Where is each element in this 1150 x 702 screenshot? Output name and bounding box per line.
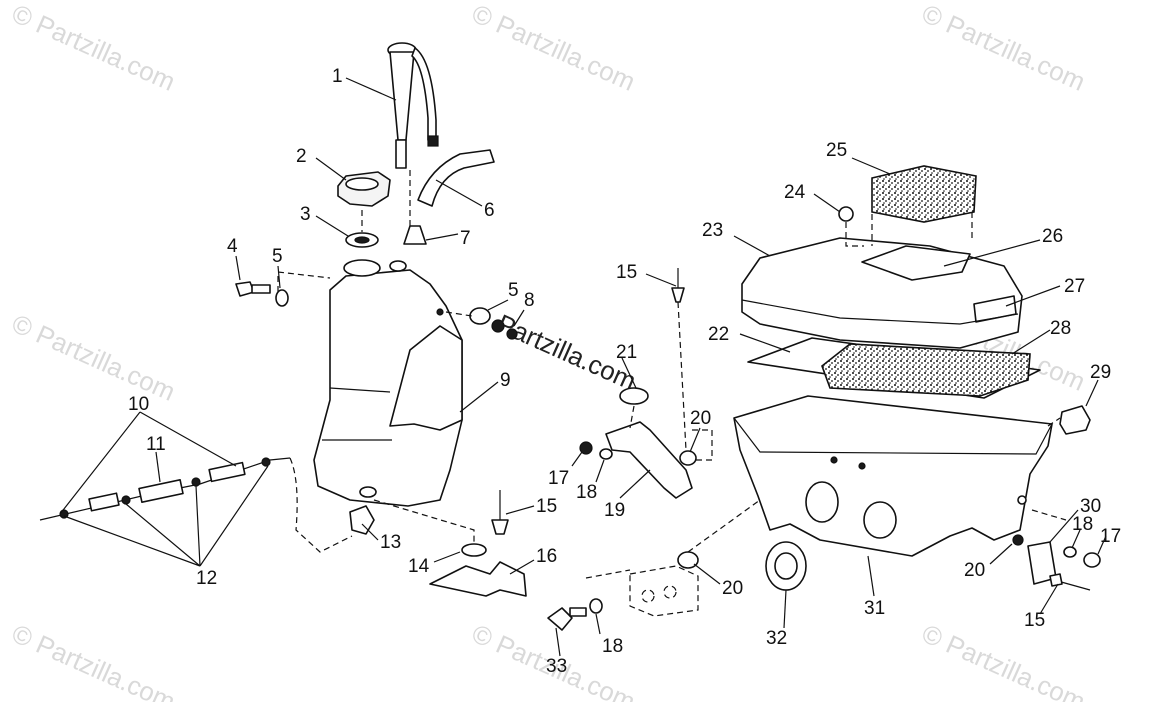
part-3-gasket	[345, 232, 379, 248]
callout-27: 27	[1064, 276, 1085, 297]
callout-21: 21	[616, 342, 637, 363]
callout-8: 8	[524, 290, 535, 311]
callout-15: 15	[536, 496, 557, 517]
callout-9: 9	[500, 370, 511, 391]
callout-30: 30	[1080, 496, 1101, 517]
assembly-dashed-lines	[277, 170, 1067, 579]
callout-5: 5	[272, 246, 283, 267]
part-7-vent-fitting	[403, 225, 427, 245]
part-15-screw	[491, 490, 509, 535]
watermark: © Partzilla.com	[8, 308, 180, 407]
part-31-air-box-base	[733, 395, 1053, 557]
callout-6: 6	[484, 200, 495, 221]
part-4-bolt	[235, 281, 271, 297]
part-30-bracket-hardware	[1012, 534, 1101, 591]
callout-19: 19	[604, 500, 625, 521]
part-19-bracket	[605, 421, 693, 499]
callout-1: 1	[332, 66, 343, 87]
callout-4: 4	[227, 236, 238, 257]
part-5-8-grommet	[469, 307, 518, 340]
part-5-washer	[275, 289, 289, 307]
part-23-air-box-lid	[741, 237, 1023, 349]
callout-13: 13	[380, 532, 401, 553]
watermark: © Partzilla.com	[8, 618, 180, 702]
callout-31: 31	[864, 598, 885, 619]
callout-17: 17	[548, 468, 569, 489]
part-9-fuel-tank	[313, 259, 463, 507]
phantom-mount-block	[629, 565, 699, 617]
callout-32: 32	[766, 628, 787, 649]
callout-24: 24	[784, 182, 806, 203]
callout-18: 18	[576, 482, 597, 503]
part-14-16-tank-bracket	[429, 543, 527, 597]
watermark: © Partzilla.com	[468, 0, 640, 97]
callout-3: 3	[300, 204, 311, 225]
callout-26: 26	[1042, 226, 1063, 247]
part-28-filter-element	[821, 343, 1031, 397]
part-29-boot	[1059, 405, 1091, 435]
callout-18: 18	[1072, 514, 1093, 535]
callout-11: 11	[146, 434, 166, 455]
callout-25: 25	[826, 140, 847, 161]
part-10-12-fuel-line	[39, 457, 291, 521]
callout-28: 28	[1050, 318, 1071, 339]
watermark: © Partzilla.com	[8, 0, 180, 97]
part-2-fuel-cap	[337, 171, 391, 207]
callout-12: 12	[196, 568, 217, 589]
callout-17: 17	[1100, 526, 1121, 547]
watermark: © Partzilla.com	[918, 0, 1090, 97]
part-21-clip	[619, 387, 649, 405]
callout-29: 29	[1090, 362, 1111, 383]
callout-15: 15	[616, 262, 637, 283]
callout-14: 14	[408, 556, 430, 577]
callout-20: 20	[964, 560, 985, 581]
callout-labels: 1 2 3 4 5 5 6 7 8 9 10 11 12 13 14 15 15…	[128, 66, 1121, 677]
callout-33: 33	[546, 656, 567, 677]
part-6-vent-hose	[417, 149, 495, 207]
callout-10: 10	[128, 394, 149, 415]
part-13-elbow-fitting	[349, 505, 375, 535]
part-25-air-filter-foam	[871, 165, 977, 223]
part-32-seal	[765, 541, 807, 591]
watermark: © Partzilla.com	[918, 618, 1090, 702]
callout-15: 15	[1024, 610, 1045, 631]
part-15-screw	[671, 268, 685, 303]
callout-7: 7	[460, 228, 471, 249]
callout-23: 23	[702, 220, 723, 241]
part-1-fuel-gauge	[387, 42, 439, 169]
callout-2: 2	[296, 146, 307, 167]
part-20-grommet	[677, 551, 699, 569]
callout-16: 16	[536, 546, 557, 567]
callout-20: 20	[722, 578, 743, 599]
part-17-18-bolt-washer	[579, 441, 613, 460]
part-24-retainer	[838, 206, 854, 222]
callout-5: 5	[508, 280, 519, 301]
part-33-bolt	[547, 598, 603, 631]
part-20-grommet	[679, 450, 697, 466]
callout-18: 18	[602, 636, 623, 657]
callout-20: 20	[690, 408, 711, 429]
callout-22: 22	[708, 324, 729, 345]
callout-leaders	[59, 77, 1107, 657]
